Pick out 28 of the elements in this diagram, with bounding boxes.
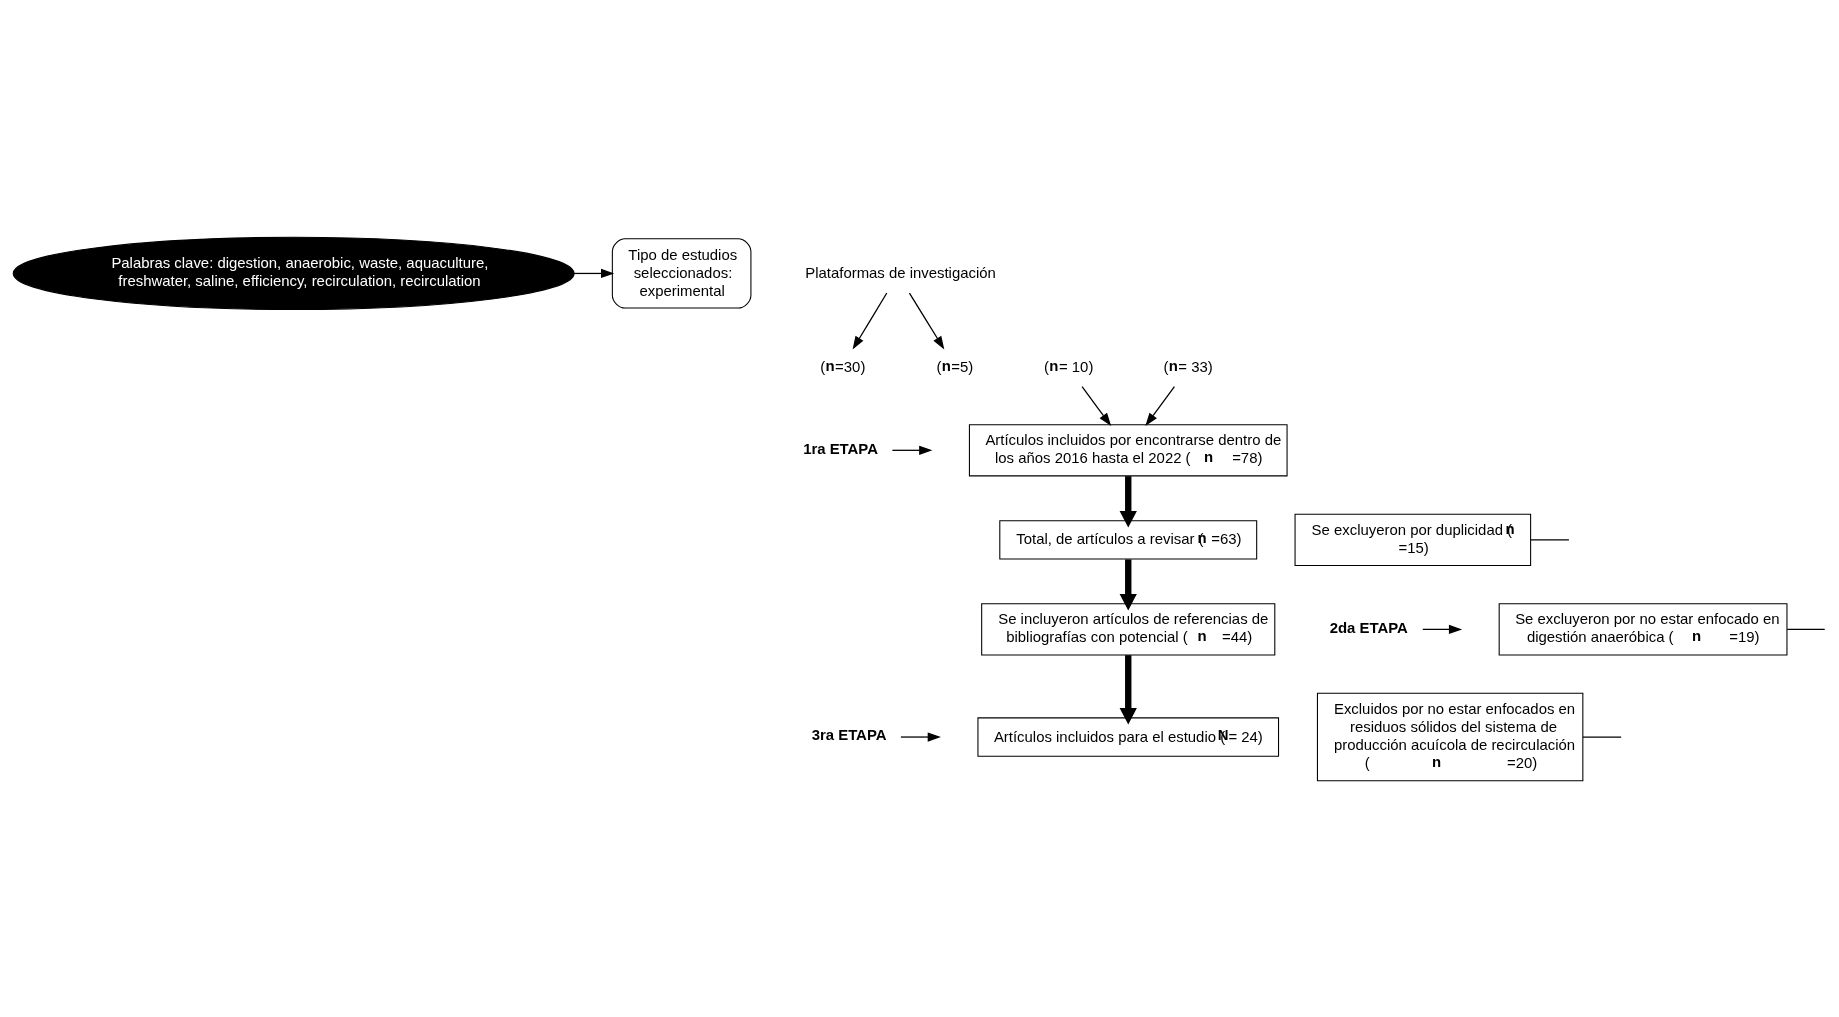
connector xyxy=(1582,735,1622,738)
node-box: Se excluyeron por no estar enfocado en digestión anaeróbica (n =19) xyxy=(1498,602,1788,655)
arrow xyxy=(1145,385,1176,426)
node-text: (n= 33) xyxy=(1163,356,1213,375)
node-text: 3ra ETAPA xyxy=(811,725,887,743)
connector xyxy=(1530,538,1570,540)
node-text: 1ra ETAPA xyxy=(803,439,878,457)
node-text: (n=30) xyxy=(820,356,866,375)
arrow xyxy=(573,268,615,278)
arrow xyxy=(1081,385,1112,426)
arrow xyxy=(1119,558,1137,610)
node-box: Se incluyeron artículos de referencias de bibliografías con potencial (n=44) xyxy=(981,602,1276,655)
node-text: (n=5) xyxy=(936,356,974,375)
node-text: 2da ETAPA xyxy=(1329,618,1408,636)
connector xyxy=(1786,628,1826,630)
node-text: (n= 10) xyxy=(1044,356,1094,375)
arrow xyxy=(900,731,941,742)
node-box: Tipo de estudios seleccionados: experimental xyxy=(611,237,752,309)
node-box: Artículos incluidos por encontrarse dentro de los años 2016 hasta el 2022 (n=78) xyxy=(968,423,1288,476)
arrow xyxy=(1119,475,1137,527)
node-box: Excluidos por no estar enfocados en residuos sólidos del sistema de producción acuícola de recirculación (n =20) xyxy=(1316,692,1584,781)
arrow xyxy=(891,445,933,455)
arrow xyxy=(1422,624,1463,634)
node-ellipse: Palabras clave: digestion, anaerobic, waste, aquaculture, freshwater, saline, efficiency, recirculation, recirculation xyxy=(12,236,575,310)
node-text: Plataformas de investigación xyxy=(805,263,996,281)
arrow xyxy=(1119,654,1137,725)
arrow xyxy=(908,291,945,350)
arrow xyxy=(852,291,888,350)
